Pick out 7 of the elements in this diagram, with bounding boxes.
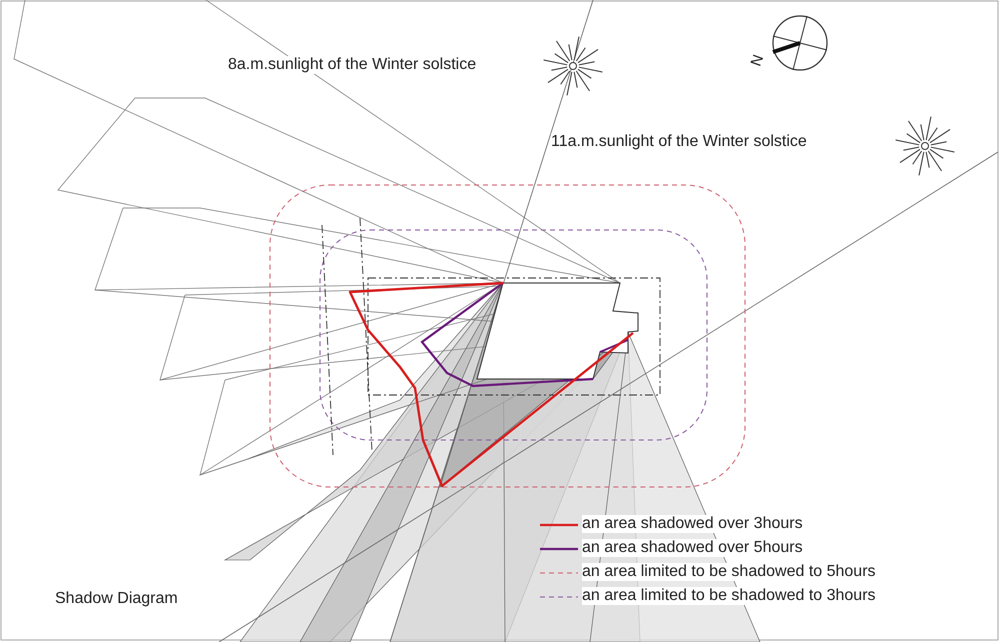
legend-text: an area shadowed over 5hours (582, 539, 803, 557)
sunlight-label: 8a.m.sunlight of the Winter solstice (228, 56, 476, 74)
legend-text: an area limited to be shadowed to 3hours (582, 587, 876, 605)
legend-text: an area limited to be shadowed to 5hours (582, 563, 876, 581)
legend-text: an area shadowed over 3hours (582, 515, 803, 533)
sunlight-label: 11a.m.sunlight of the Winter solstice (551, 133, 807, 151)
diagram-title: Shadow Diagram (55, 590, 178, 608)
